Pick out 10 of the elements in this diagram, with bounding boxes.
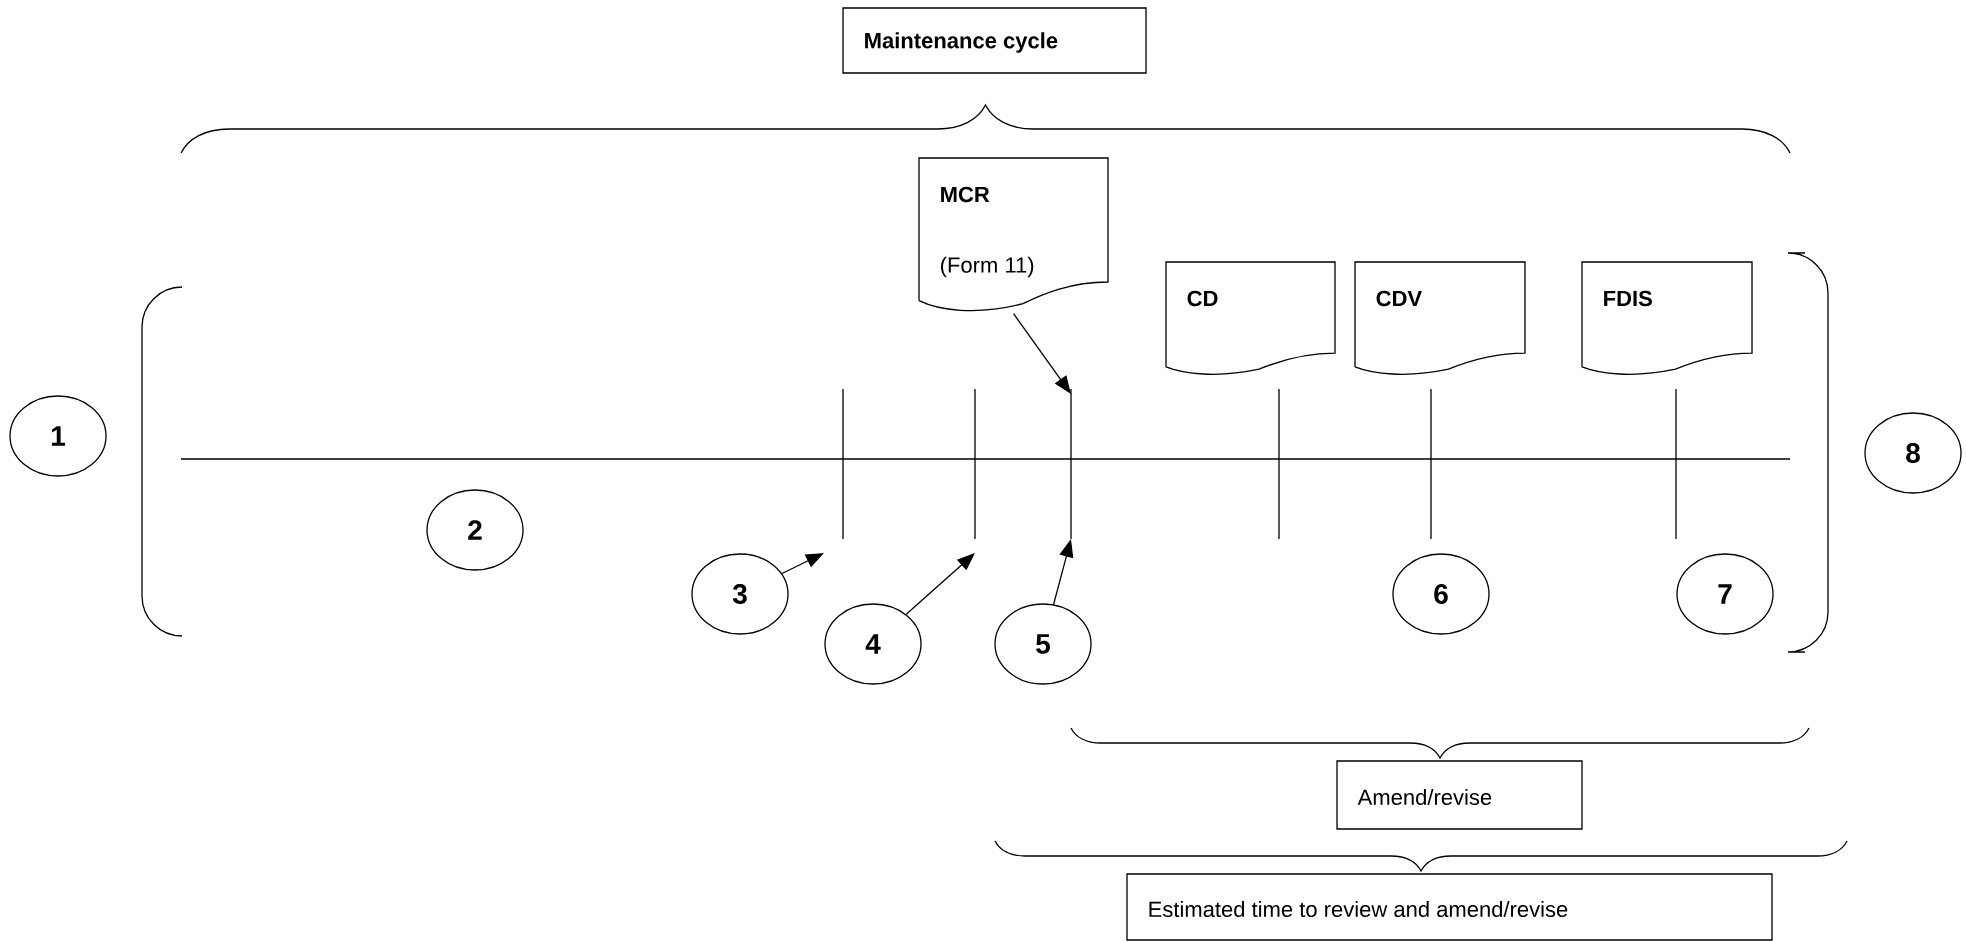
document-shape: FDIS xyxy=(1581,261,1753,375)
document-shape: MCR (Form 11) xyxy=(918,157,1109,312)
text-box: Estimated time to review and amend/revise xyxy=(1126,873,1773,941)
arrow xyxy=(1012,313,1071,394)
text-box: Amend/revise xyxy=(1336,760,1583,830)
arrow xyxy=(905,553,975,615)
document-shape: CDV xyxy=(1354,261,1526,375)
arrow xyxy=(781,553,824,575)
text-box: Maintenance cycle xyxy=(842,7,1147,74)
document-shape: CD xyxy=(1165,261,1336,375)
